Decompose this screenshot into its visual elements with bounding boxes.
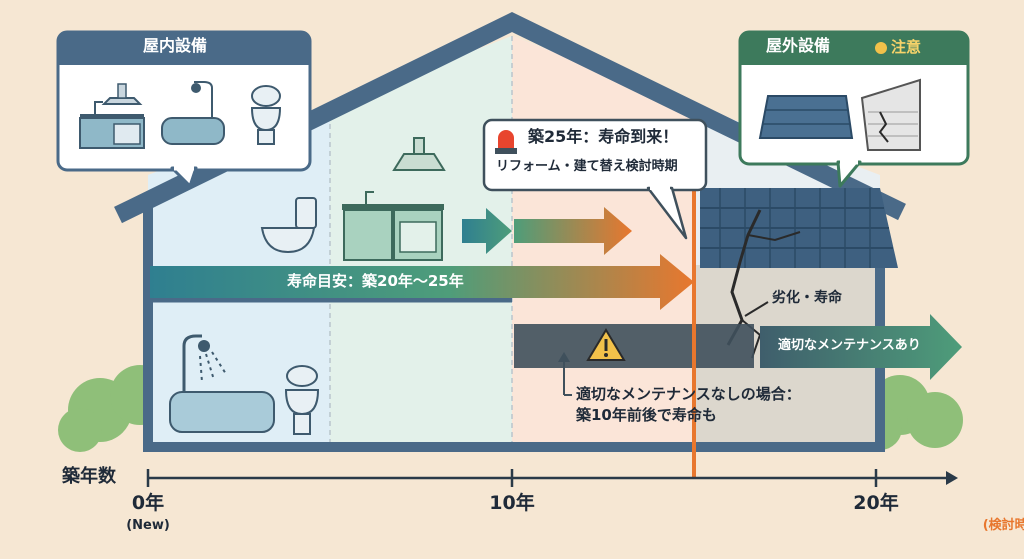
maintenance-label: 適切なメンテナンスあり xyxy=(778,338,921,353)
bathtub-lower-icon xyxy=(169,334,275,433)
kitchen-icon xyxy=(79,83,145,149)
caution-label: 注意 xyxy=(891,38,922,56)
toilet-lower-icon xyxy=(284,365,320,435)
outdoor-card-title: 屋外設備 xyxy=(766,36,831,55)
toilet-upper-icon xyxy=(260,197,317,254)
roof-tiles-icon xyxy=(758,95,854,139)
lifespan-arrow xyxy=(150,254,694,310)
lifespan-label: 寿命目安：築20年〜25年 xyxy=(287,272,464,290)
transition-arrow-2 xyxy=(514,207,632,255)
maintenance-arrow xyxy=(760,314,962,380)
kitchen-counter-icon xyxy=(342,191,444,261)
timeline-axis-label: 築年数 xyxy=(62,466,116,487)
degradation-label: 劣化・寿命 xyxy=(772,290,842,306)
no-maintenance-band xyxy=(514,324,754,368)
warning-note-line1: 適切なメンテナンスなしの場合： xyxy=(576,385,801,403)
timeline-arrowhead xyxy=(946,471,958,485)
alert-subtitle: リフォーム・建て替え検討時期 xyxy=(496,159,678,174)
transition-arrow-1 xyxy=(462,208,512,254)
timeline-tick-label: 0年 xyxy=(131,492,165,514)
timeline-tick-sublabel: (New) xyxy=(126,518,170,533)
indoor-card-title: 屋内設備 xyxy=(143,36,208,55)
warning-icon xyxy=(586,328,626,361)
timeline-tick-label: 10年 xyxy=(489,492,535,514)
timeline-tick-label: 25年 xyxy=(998,492,1024,516)
warning-note-line2: 築10年前後で寿命も xyxy=(576,406,717,424)
cracked-wall-icon xyxy=(860,78,921,151)
alert-callout xyxy=(482,118,708,240)
alarm-light-icon xyxy=(495,130,517,154)
timeline-tick-label: 20年 xyxy=(853,492,899,514)
damaged-roof xyxy=(700,188,898,359)
bathtub-icon xyxy=(161,81,225,145)
note-pointer-icon xyxy=(558,352,570,362)
lightbulb-icon xyxy=(875,42,887,54)
range-hood-icon xyxy=(392,137,446,171)
timeline-tick-sublabel: (検討時期 Checkpoint) xyxy=(982,518,1024,533)
alert-title: 築25年：寿命到来！ xyxy=(528,127,679,146)
toilet-icon xyxy=(250,85,282,145)
